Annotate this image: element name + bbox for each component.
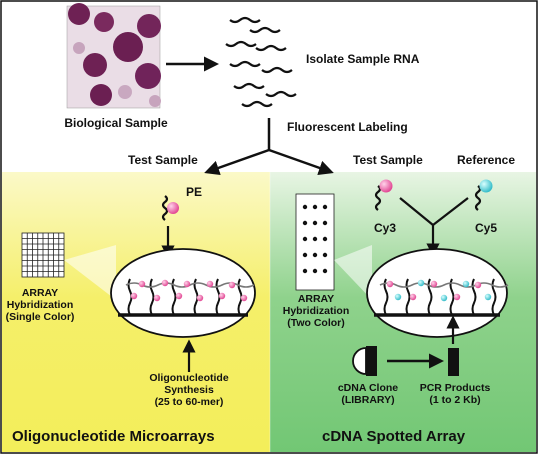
right-hybridization-ellipse [367, 249, 508, 337]
library-label: (LIBRARY) [332, 394, 404, 406]
two-color-label: (Two Color) [274, 317, 358, 329]
pcr-products-label: PCR Products (1 to 2 Kb) [414, 382, 496, 406]
left-array-label: ARRAY Hybridization (Single Color) [1, 287, 79, 323]
right-array-label: ARRAY Hybridization (Two Color) [274, 293, 358, 329]
biological-sample-label: Biological Sample [46, 117, 186, 131]
oligo-line-2: Synthesis [139, 384, 239, 396]
isolate-rna-label: Isolate Sample RNA [306, 53, 419, 67]
pcr-products-icon [448, 348, 459, 376]
biological-sample-image [67, 3, 161, 108]
fluorescent-labeling-label: Fluorescent Labeling [287, 121, 408, 135]
cy3-label: Cy3 [374, 222, 396, 236]
oligo-line-1: Oligonucleotide [139, 372, 239, 384]
oligo-line-3: (25 to 60-mer) [139, 396, 239, 408]
oligonucleotide-microarrays-title: Oligonucleotide Microarrays [12, 428, 215, 445]
right-array-title: ARRAY [274, 293, 358, 305]
oligo-synthesis-label: Oligonucleotide Synthesis (25 to 60-mer) [139, 372, 239, 408]
pcr-products-title: PCR Products [414, 382, 496, 394]
single-color-label: (Single Color) [1, 311, 79, 323]
pe-label: PE [186, 186, 202, 200]
left-test-sample-label: Test Sample [128, 154, 198, 168]
cy5-label: Cy5 [475, 222, 497, 236]
left-hybridization-label: Hybridization [1, 299, 79, 311]
cdna-clone-label: cDNA Clone (LIBRARY) [332, 382, 404, 406]
pcr-size-label: (1 to 2 Kb) [414, 394, 496, 406]
cdna-clone-title: cDNA Clone [332, 382, 404, 394]
left-hybridization-ellipse [111, 249, 255, 337]
right-test-sample-label: Test Sample [353, 154, 423, 168]
cdna-spotted-slide [296, 194, 334, 290]
left-array-title: ARRAY [1, 287, 79, 299]
oligonucleotide-array-grid [22, 233, 64, 277]
reference-label: Reference [457, 154, 515, 168]
cdna-spotted-array-title: cDNA Spotted Array [322, 428, 465, 445]
right-hybridization-label: Hybridization [274, 305, 358, 317]
